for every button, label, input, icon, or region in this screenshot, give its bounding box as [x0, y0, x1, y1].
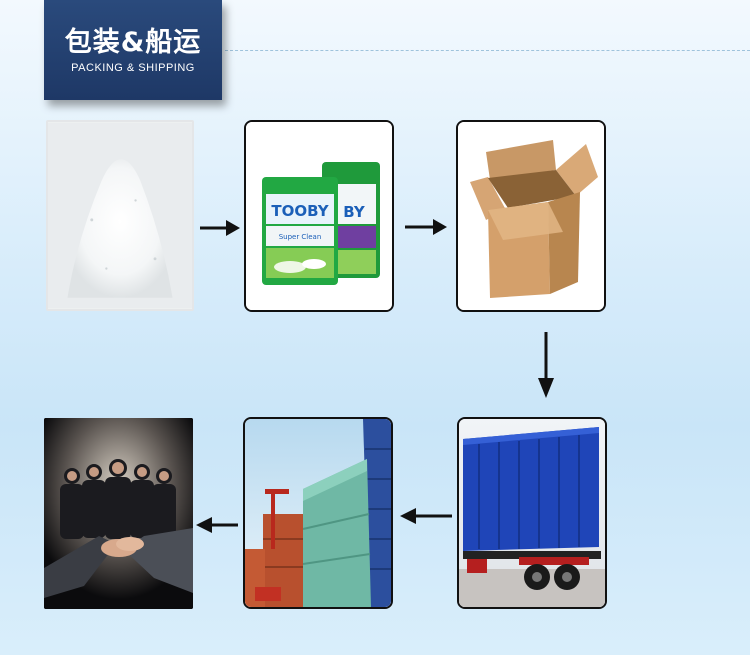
step-powder [46, 120, 194, 311]
arrow-right-1 [198, 218, 242, 238]
section-header: 包装&船运 PACKING & SHIPPING [44, 0, 222, 100]
arrow-left-2 [194, 514, 240, 536]
arrow-right-2 [403, 216, 449, 238]
step-container-yard [243, 417, 393, 609]
powder-icon [48, 122, 192, 309]
svg-text:BY: BY [343, 203, 366, 221]
bag-brand-text: TOOBY [271, 202, 329, 220]
bag-tagline-text: Super Clean [279, 233, 322, 241]
header-title-chinese: 包装&船运 [64, 27, 202, 58]
step-business-handshake [44, 418, 193, 609]
container-yard-icon [245, 419, 391, 607]
step-carton-box [456, 120, 606, 312]
arrow-left-1 [398, 505, 454, 527]
step-container-truck [457, 417, 607, 609]
arrow-down [536, 330, 556, 400]
step-detergent-bags: TOOBY Super Clean BY [244, 120, 394, 312]
business-handshake-icon [44, 418, 193, 609]
header-subtitle: PACKING & SHIPPING [71, 62, 195, 74]
carton-box-icon [458, 122, 604, 310]
detergent-bags-icon: TOOBY Super Clean BY [246, 122, 392, 310]
header-dashed-divider [225, 50, 750, 51]
container-truck-icon [459, 419, 605, 607]
